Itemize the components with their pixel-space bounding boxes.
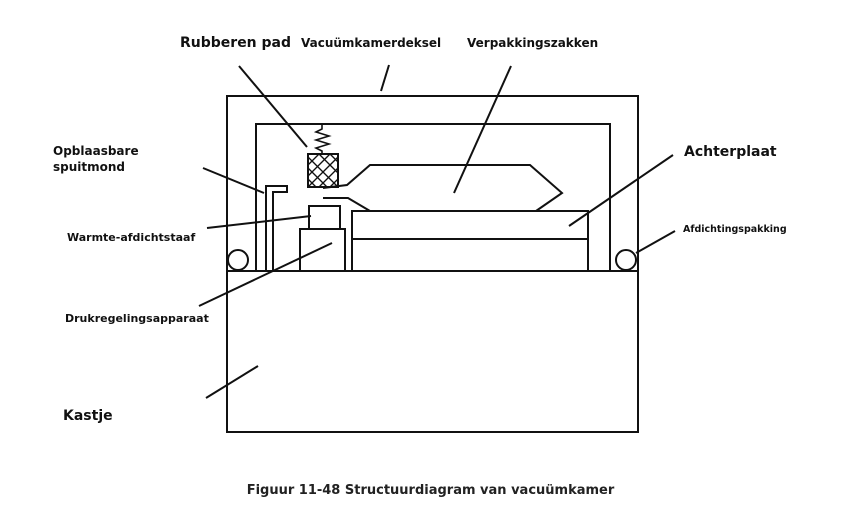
inflatable-nozzle: [265, 185, 288, 271]
sealing-gasket-left: [227, 249, 249, 271]
label-chamber-lid: Vacuümkamerdeksel: [301, 36, 442, 50]
label-inflatable-nozzle-line2: spuitmond: [53, 160, 126, 174]
label-inflatable-nozzle-line1: Opblaasbare: [53, 144, 139, 158]
pressure-regulator: [299, 228, 346, 272]
leader-lines: [198, 64, 676, 399]
label-back-plate: Achterplaat: [684, 144, 777, 160]
lid-outer-frame: [226, 95, 639, 272]
label-packaging-bags: Verpakkingszakken: [467, 36, 599, 50]
label-pressure-regulator: Drukregelingsapparaat: [65, 312, 209, 325]
figure-caption: Figuur 11-48 Structuurdiagram van vacuüm…: [246, 483, 615, 498]
sealing-gasket-right: [615, 249, 637, 271]
label-rubber-pad: Rubberen pad: [180, 35, 292, 51]
label-cabinet: Kastje: [63, 408, 113, 424]
cabinet-box: [226, 270, 639, 433]
back-plate: [351, 210, 589, 272]
rubber-pad-hatch: [307, 153, 339, 188]
packaging-bag: [322, 164, 564, 212]
label-sealing-gasket: Afdichtingspakking: [683, 224, 787, 235]
heat-seal-bar: [308, 205, 341, 230]
rubber-pad-spring: [313, 124, 332, 154]
packaging-bag-mouth: [323, 197, 371, 212]
rubber-pad-block: [307, 153, 339, 188]
label-heat-seal-bar: Warmte-afdichtstaaf: [67, 231, 196, 244]
